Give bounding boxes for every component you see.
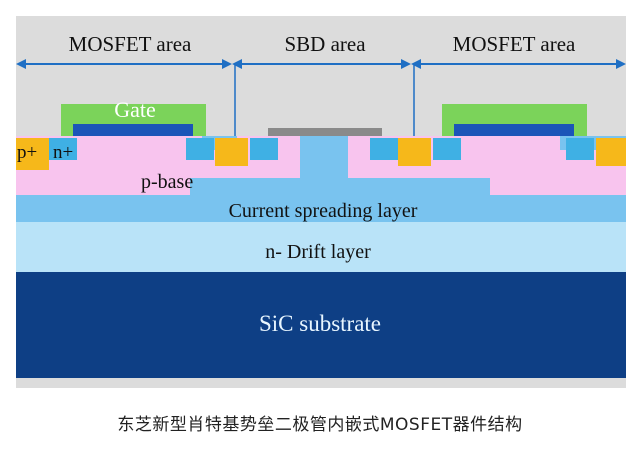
substrate-label: SiC substrate [259,311,381,336]
schottky-metal [268,128,382,136]
n-plus-region-2 [186,138,214,160]
p-plus-region-2 [215,138,248,166]
n-plus-region-6 [566,138,594,160]
n-plus-region-4 [370,138,398,160]
drift-label: n- Drift layer [265,241,371,263]
n-plus-region-5 [433,138,461,160]
mosfet-right-label: MOSFET area [453,32,576,56]
n-plus-region-1 [49,138,77,160]
n-plus-region-3 [250,138,278,160]
figure-caption: 东芝新型肖特基势垒二极管内嵌式MOSFET器件结构 [117,415,523,435]
gate-label: Gate [114,97,156,122]
p-base-label: p-base [141,171,193,193]
cross-section-svg: MOSFET area SBD area MOSFET area Gate p+… [16,16,626,388]
gate-oxide-right [454,124,574,136]
current-spreading-layer [16,195,626,222]
sic-substrate [16,272,626,378]
p-plus-region-1 [16,138,49,170]
current-spreading-label: Current spreading layer [229,200,418,222]
p-plus-region-4 [596,138,626,166]
sbd-label: SBD area [284,32,366,56]
p-plus-region-3 [398,138,431,166]
drift-layer [16,222,626,272]
n-plus-label: n+ [53,142,73,163]
gate-oxide-left [73,124,193,136]
mosfet-left-label: MOSFET area [69,32,192,56]
p-plus-label: p+ [17,142,37,163]
